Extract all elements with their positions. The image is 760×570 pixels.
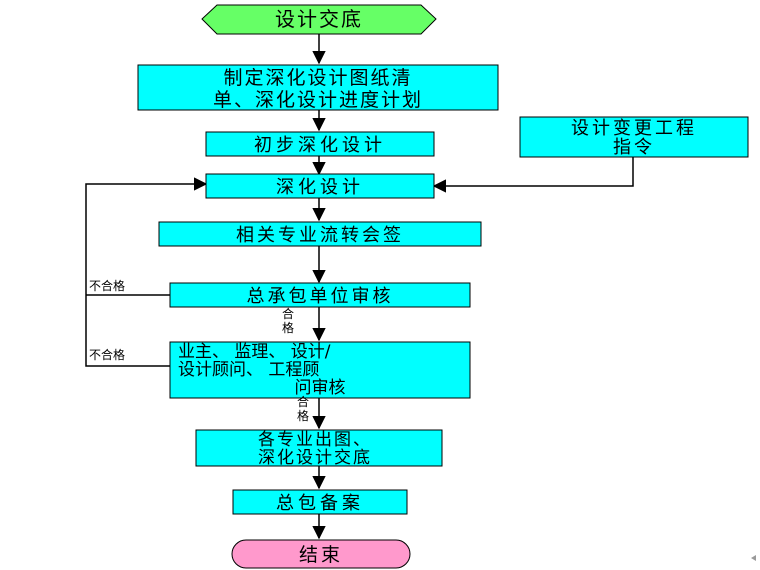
detailed-design-label: 深化设计	[276, 177, 364, 198]
start-node: 设计交底	[201, 4, 437, 35]
fail-label-owner-review: 不合格	[89, 347, 125, 362]
owner-review-label-line-3: 问审核	[295, 378, 346, 398]
drawings-label-line-2: 深化设计交底	[258, 448, 372, 468]
preliminary-label: 初步深化设计	[254, 135, 386, 156]
owner-review-label-line-2: 设计顾问、 工程顾	[178, 360, 319, 380]
preliminary-node: 初步深化设计	[205, 131, 435, 157]
countersign-label: 相关专业流转会签	[236, 225, 404, 246]
owner-review-label-line-1: 业主、 监理、 设计/	[178, 342, 331, 362]
pass-label-owner-review-2: 格	[297, 408, 309, 423]
archive-node: 总包备案	[232, 489, 408, 515]
change-label-line-2: 指令	[613, 137, 655, 158]
countersign-node: 相关专业流转会签	[158, 221, 482, 247]
plan-node: 制定深化设计图纸清 单、深化设计进度计划	[137, 64, 499, 111]
previous-arrow-icon[interactable]	[751, 555, 756, 561]
gc-review-label: 总承包单位审核	[247, 286, 394, 307]
arrow-change-to-detailed	[432, 157, 634, 193]
connectors	[85, 34, 634, 540]
owner-review-node: 业主、 监理、 设计/ 设计顾问、 工程顾 问审核	[169, 341, 471, 399]
drawings-label-line-1: 各专业出图、	[258, 430, 372, 450]
gc-review-node: 总承包单位审核	[169, 282, 471, 308]
drawings-node: 各专业出图、 深化设计交底	[195, 429, 443, 468]
fail-line-owner-review	[85, 177, 208, 367]
start-label: 设计交底	[275, 7, 363, 31]
plan-label-line-2: 单、深化设计进度计划	[213, 89, 423, 111]
pass-label-gc-review-1: 合	[282, 306, 294, 321]
end-label: 结束	[299, 544, 343, 566]
end-node: 结束	[231, 539, 411, 569]
archive-label: 总包备案	[276, 493, 364, 514]
fail-label-gc-review: 不合格	[89, 278, 125, 293]
detailed-design-node: 深化设计	[205, 173, 435, 199]
change-instruction-node: 设计变更工程 指令	[519, 116, 749, 158]
pass-label-gc-review-2: 格	[282, 320, 294, 335]
plan-label-line-1: 制定深化设计图纸清	[223, 67, 412, 89]
pass-label-owner-review-1: 合	[297, 394, 309, 409]
change-label-line-1: 设计变更工程	[571, 118, 697, 139]
